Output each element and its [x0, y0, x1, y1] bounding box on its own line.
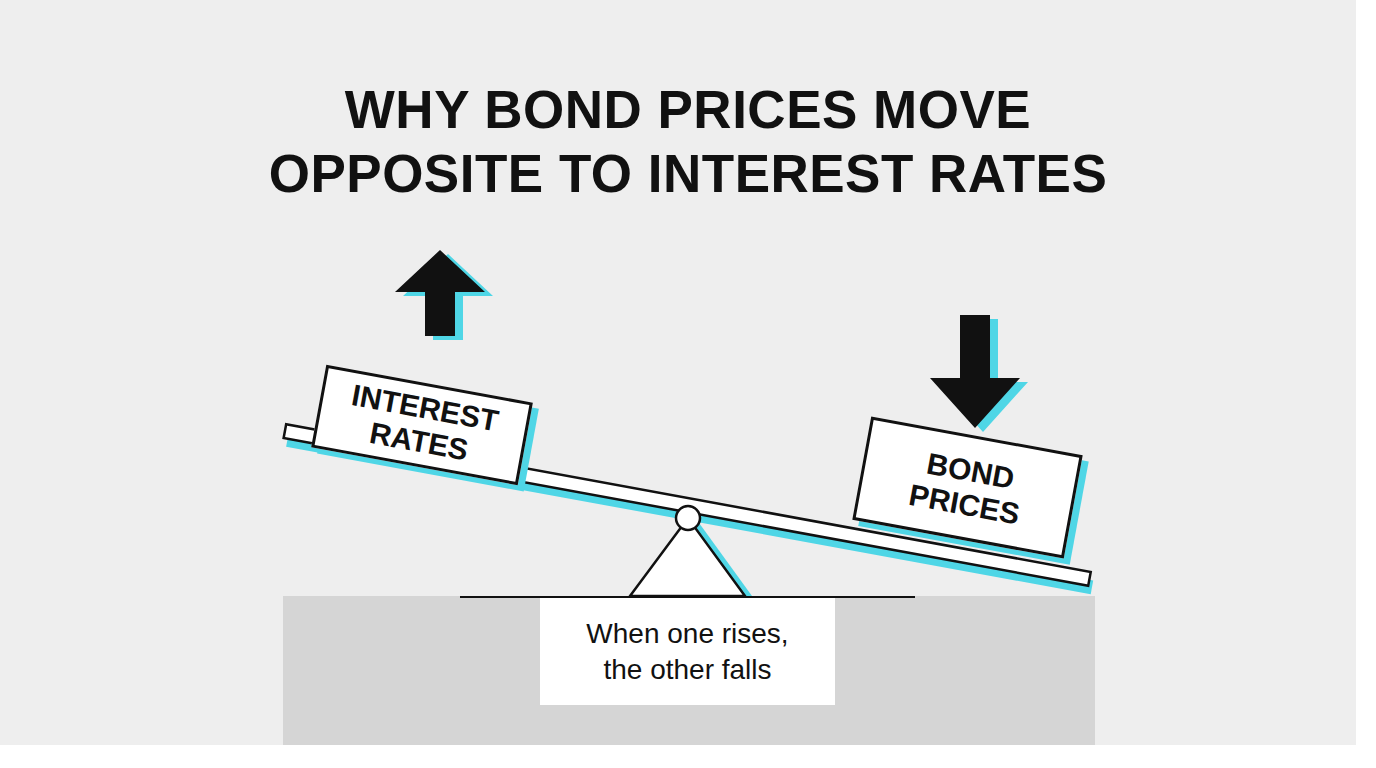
box-label: BOND PRICES [878, 439, 1057, 537]
pivot-circle [676, 506, 700, 530]
caption-box: When one rises, the other falls [540, 598, 835, 705]
box-label: When one rises, the other falls [573, 616, 803, 688]
text-stack: When one rises, the other falls [573, 616, 803, 688]
up-arrow [395, 250, 485, 336]
diagram-title: WHY BOND PRICES MOVE OPPOSITE TO INTERES… [208, 78, 1168, 206]
down-arrow [930, 315, 1020, 428]
text-stack: BOND PRICES [878, 439, 1057, 537]
ground-base [283, 596, 1095, 745]
